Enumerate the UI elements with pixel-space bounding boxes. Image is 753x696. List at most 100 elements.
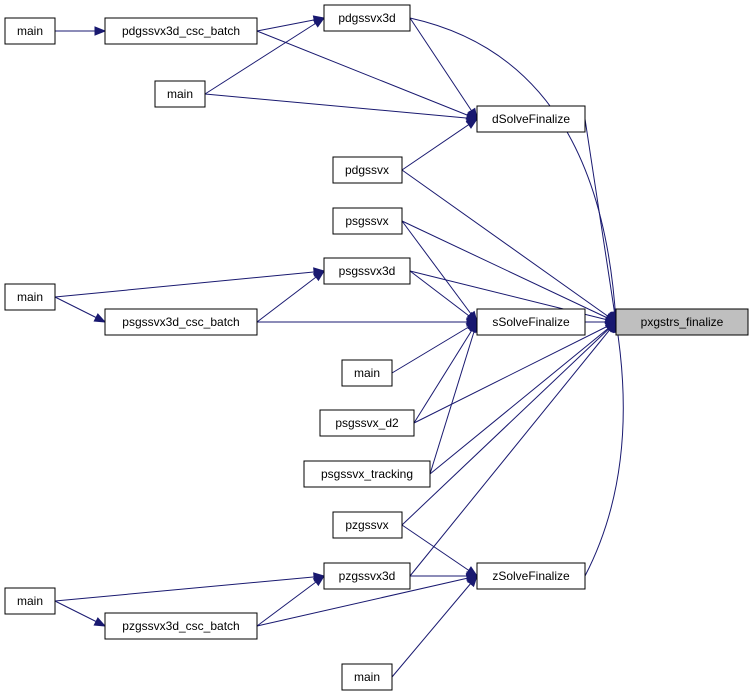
node-psgssvx-d2[interactable]: psgssvx_d2: [319, 409, 415, 437]
edge: [409, 17, 621, 324]
node-ssolvefinalize[interactable]: sSolveFinalize: [476, 308, 586, 336]
edge-arrowhead: [93, 617, 107, 627]
node-label: psgssvx_d2: [335, 416, 399, 430]
node-label: pdgssvx3d_csc_batch: [122, 24, 240, 38]
node-label: zSolveFinalize: [492, 569, 570, 583]
node-pxgstrs-finalize[interactable]: pxgstrs_finalize: [615, 308, 749, 336]
node-label: pzgssvx: [345, 518, 388, 532]
node-main-4[interactable]: main: [341, 359, 393, 387]
edge-line: [429, 321, 617, 475]
node-main-3[interactable]: main: [4, 283, 56, 311]
edge: [584, 320, 624, 577]
edge-line: [391, 321, 478, 374]
edge: [401, 118, 479, 171]
node-pdgssvx[interactable]: pdgssvx: [332, 156, 403, 184]
edge-line: [584, 118, 617, 323]
node-label: pdgssvx: [345, 163, 389, 177]
edge-line: [409, 270, 478, 323]
node-label: psgssvx3d_csc_batch: [122, 315, 239, 329]
node-pzgssvx3d[interactable]: pzgssvx3d: [323, 562, 411, 590]
edge-line: [256, 575, 478, 627]
edge-line: [409, 321, 617, 577]
edge-line: [401, 169, 617, 323]
edge-line: [391, 575, 478, 678]
node-label: main: [354, 366, 380, 380]
edge: [55, 26, 107, 36]
edge-line: [256, 270, 325, 323]
edge-line: [256, 575, 325, 627]
edge: [401, 524, 479, 577]
node-label: sSolveFinalize: [492, 315, 570, 329]
node-main-6[interactable]: main: [341, 663, 393, 691]
node-psgssvx3d[interactable]: psgssvx3d: [323, 257, 411, 285]
edge: [391, 574, 478, 678]
edge: [429, 320, 479, 475]
node-dsolvefinalize[interactable]: dSolveFinalize: [476, 105, 586, 133]
edge: [409, 17, 478, 121]
node-label: pdgssvx3d: [338, 11, 395, 25]
edge-line: [413, 321, 478, 424]
edge: [413, 320, 478, 424]
edge-arrowhead: [313, 267, 326, 277]
edge: [54, 572, 326, 602]
edge-line: [54, 270, 325, 298]
edge-line: [401, 220, 617, 323]
node-psgssvx[interactable]: psgssvx: [332, 207, 403, 235]
edge: [409, 320, 617, 577]
edge: [401, 321, 617, 526]
node-zsolvefinalize[interactable]: zSolveFinalize: [476, 562, 586, 590]
edge: [256, 30, 479, 120]
edge-line: [401, 118, 478, 171]
edge-line: [401, 321, 617, 526]
node-psgssvx-tracking[interactable]: psgssvx_tracking: [303, 460, 431, 488]
edge: [257, 317, 479, 327]
node-label: main: [17, 24, 43, 38]
edge-line: [204, 17, 325, 95]
edge: [401, 220, 618, 323]
edge-line: [401, 220, 478, 323]
node-pdgssvx3d[interactable]: pdgssvx3d: [323, 4, 411, 32]
edge-line: [409, 17, 478, 120]
node-label: pzgssvx3d_csc_batch: [122, 619, 239, 633]
edge: [429, 321, 618, 475]
edge-line: [54, 575, 325, 602]
edge-arrowhead: [465, 118, 479, 129]
node-label: dSolveFinalize: [492, 112, 570, 126]
edge-arrowhead: [313, 572, 326, 582]
node-label: pxgstrs_finalize: [641, 315, 724, 329]
node-main-1[interactable]: main: [4, 17, 56, 45]
node-label: main: [17, 290, 43, 304]
edge: [409, 270, 479, 323]
edge: [54, 267, 326, 298]
edge: [204, 93, 479, 123]
node-label: pzgssvx3d: [339, 569, 396, 583]
edge-line: [409, 17, 617, 323]
edge-line: [401, 524, 478, 577]
edge-line: [204, 93, 478, 120]
edge-line: [256, 17, 325, 32]
edge: [401, 169, 618, 323]
edge: [256, 270, 326, 323]
edge-arrowhead: [312, 17, 326, 28]
edge: [54, 600, 107, 627]
node-main-2[interactable]: main: [154, 80, 206, 108]
node-label: main: [167, 87, 193, 101]
edge: [391, 321, 479, 374]
edge: [256, 15, 326, 32]
node-pdgssvx3d-csc-batch[interactable]: pdgssvx3d_csc_batch: [104, 17, 258, 45]
edge-arrowhead: [93, 313, 107, 323]
node-psgssvx3d-csc-batch[interactable]: psgssvx3d_csc_batch: [104, 308, 258, 336]
edge-arrowhead: [94, 26, 107, 36]
node-pzgssvx[interactable]: pzgssvx: [332, 511, 403, 539]
node-label: psgssvx3d: [339, 264, 396, 278]
edge-arrowhead: [605, 320, 617, 334]
edge: [413, 321, 618, 424]
edge: [54, 296, 107, 323]
edge-line: [413, 321, 617, 424]
node-main-5[interactable]: main: [4, 587, 56, 615]
edge-line: [256, 30, 478, 120]
node-pzgssvx3d-csc-batch[interactable]: pzgssvx3d_csc_batch: [104, 612, 258, 640]
edge-arrowhead: [466, 574, 478, 588]
node-label: main: [354, 670, 380, 684]
